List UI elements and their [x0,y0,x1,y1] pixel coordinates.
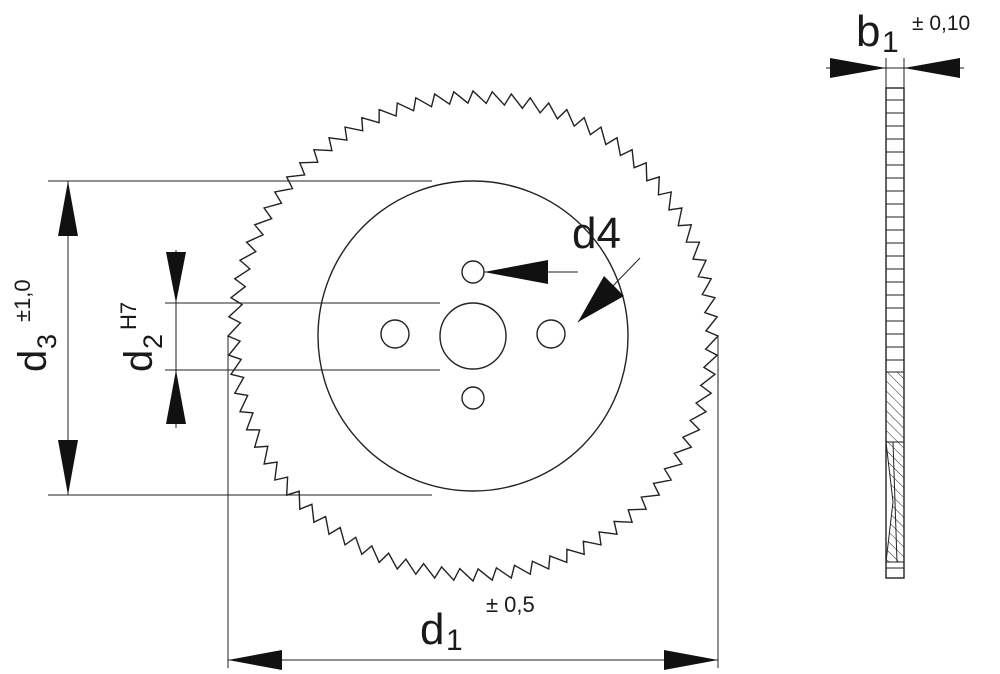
pin-hole-right [536,319,566,349]
side-view-section-hatch-upper [885,371,905,443]
d2-label: d 2 H7 [116,302,168,372]
d1-label-main: d [420,605,444,654]
pin-hole-bottom [461,386,485,410]
dimension-d4: d4 [484,209,641,323]
pin-hole-left [380,319,410,349]
b1-label-main: b [856,7,880,56]
d2-label-main: d [117,350,161,372]
pin-hole-top [461,260,485,284]
side-view-bore-line [892,441,898,563]
b1-arrow-right [904,58,960,78]
d4-arrow-horizontal [484,260,548,284]
d3-label-main: d [11,350,55,372]
d2-arrow-bottom [166,370,186,424]
b1-arrow-left [830,58,886,78]
d2-label-tolerance: H7 [116,302,141,330]
side-view-teeth-marks [886,99,904,569]
d4-arrow-diagonal [578,276,624,322]
side-view-body [885,87,905,579]
d4-label: d4 [572,209,621,258]
d1-arrow-left [228,650,282,670]
d2-arrow-top [166,252,186,303]
dimension-d3: d 3 ±1,0 [10,180,432,496]
b1-label-subscript: 1 [882,26,899,59]
d1-arrow-right [664,650,718,670]
d1-label-subscript: 1 [446,624,463,657]
d2-label-subscript: 2 [138,334,168,349]
saw-teeth-outline [226,89,720,583]
dimension-b1: b 1 ± 0,10 [826,7,970,88]
dimension-d1: d 1 ± 0,5 [227,336,719,670]
d3-label-tolerance: ±1,0 [10,279,35,322]
d3-label-subscript: 3 [32,334,62,349]
saw-blade-front-view [226,89,720,583]
d3-arrow-top [58,181,78,236]
d3-label: d 3 ±1,0 [10,279,62,372]
arbor-hole-d2 [439,302,507,370]
d1-label-tolerance: ± 0,5 [486,592,535,617]
saw-blade-side-view [885,87,905,579]
b1-label-tolerance: ± 0,10 [912,12,970,35]
d3-arrow-bottom [58,440,78,495]
center-bore-circle-d3 [317,180,629,492]
dimension-d2: d 2 H7 [116,250,440,428]
